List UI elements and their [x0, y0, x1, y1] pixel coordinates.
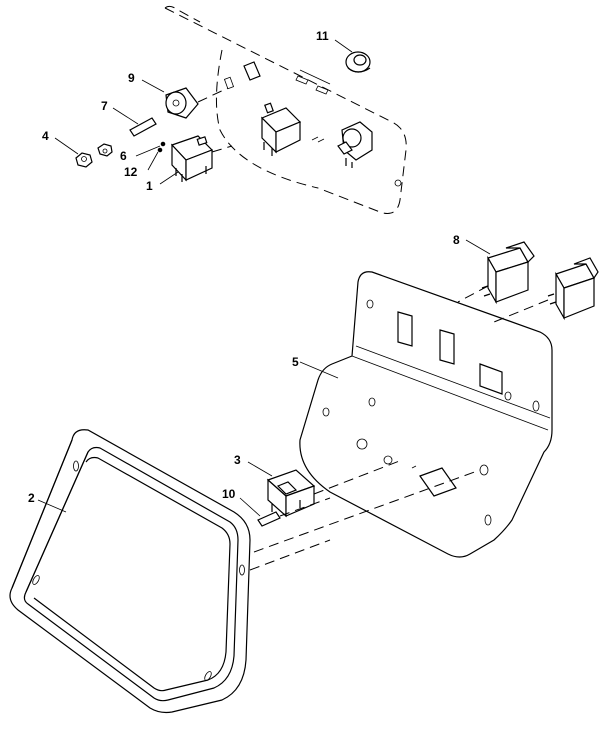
callout-8: 8	[453, 233, 460, 247]
part-8-rocker-switch-b	[493, 257, 599, 323]
callout-12: 12	[124, 165, 138, 179]
upper-panel-detail	[164, 5, 407, 214]
callout-3: 3	[234, 453, 241, 467]
callout-2: 2	[28, 491, 35, 505]
callout-10: 10	[222, 487, 236, 501]
part-8-rocker-switch-a	[457, 239, 535, 305]
callout-1: 1	[146, 179, 153, 193]
part-2-handle-frame	[9, 429, 481, 714]
callout-6: 6	[120, 149, 127, 163]
installed-switch	[311, 121, 373, 168]
callout-7: 7	[101, 99, 108, 113]
part-4-nut	[54, 137, 113, 168]
installed-breaker	[260, 102, 302, 156]
part-5-bracket-plate	[299, 271, 553, 558]
part-10-pin	[239, 497, 331, 527]
part-6-12-small-pins	[135, 141, 166, 171]
part-11-grommet	[334, 39, 371, 73]
callout-11: 11	[316, 29, 329, 43]
callout-5: 5	[292, 355, 299, 369]
callout-labels: 11 9 7 4 6 12 1 8 5 3 10 2	[28, 29, 460, 505]
part-7-pin	[112, 107, 157, 137]
part-3-breaker	[247, 459, 403, 518]
part-1-breaker	[159, 135, 233, 185]
part-9-knob	[141, 79, 229, 119]
callout-4: 4	[42, 129, 49, 143]
callout-9: 9	[128, 71, 135, 85]
